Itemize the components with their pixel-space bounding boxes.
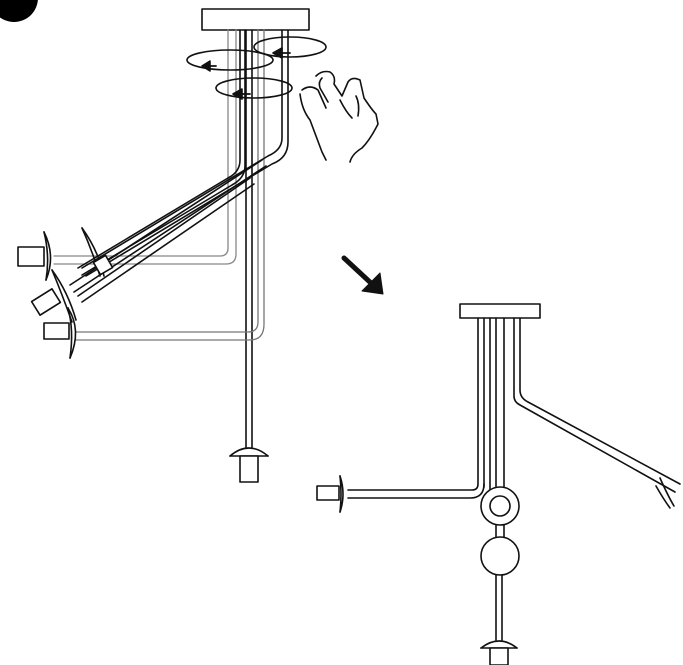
rotation-indicator-middle: [215, 77, 293, 100]
ceiling-plate-after: [459, 303, 541, 319]
step-badge: [0, 0, 38, 22]
rotation-indicator-top-right: [253, 36, 327, 59]
arm-right: [513, 317, 681, 509]
ring-coupling: [480, 486, 520, 539]
arm-bottom: [229, 29, 269, 483]
down-right-arrow-icon: [341, 255, 384, 295]
arm-bottom-after: [480, 574, 518, 665]
ceiling-plate: [201, 8, 310, 31]
socket-middle-left: [30, 227, 114, 323]
arm-upper-left: [53, 29, 237, 265]
rotation-indicator-top-left: [186, 49, 274, 72]
before-assembly: [17, 8, 379, 483]
arm-middle-left: [69, 29, 289, 303]
arm-left: [316, 317, 485, 513]
ball-coupling: [480, 536, 520, 576]
socket-upper-left: [17, 231, 52, 281]
arm-lower-left: [75, 29, 265, 341]
after-vertical-rods: [483, 317, 505, 491]
socket-lower-left: [43, 307, 77, 359]
hand-icon: [299, 70, 379, 163]
after-assembly: [316, 303, 681, 665]
